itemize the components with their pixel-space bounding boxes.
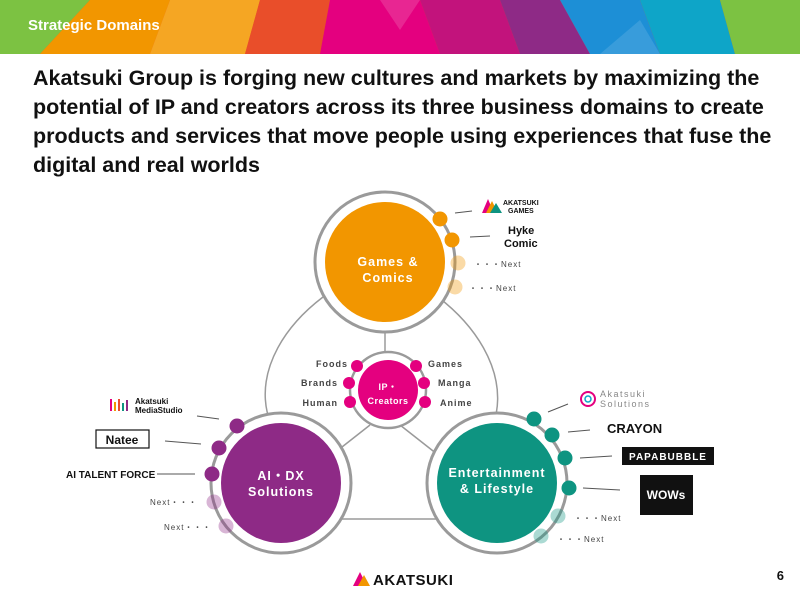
games-leader-line [469, 235, 491, 238]
entertainment-dot [561, 480, 577, 496]
entertainment-dot [557, 450, 573, 466]
crayon-logo: CRAYON [607, 421, 662, 436]
svg-text:WOWs: WOWs [647, 488, 686, 502]
center-dot [344, 396, 356, 408]
center-title-line2: Creators [367, 396, 408, 406]
svg-text:MediaStudio: MediaStudio [135, 406, 183, 415]
header-banner: Strategic Domains [0, 0, 800, 54]
page-headline: Akatsuki Group is forging new cultures a… [33, 66, 772, 177]
svg-text:Solutions: Solutions [600, 399, 651, 409]
ai-leader-line [196, 415, 220, 420]
entertainment-dot [526, 411, 542, 427]
center-left-label: Human [302, 398, 338, 408]
center-dot [418, 377, 430, 389]
hyke-comic-logo: Hyke Comic [504, 225, 538, 250]
ai-dot [229, 418, 245, 434]
entertainment-next-label: ・・・Next [574, 514, 621, 523]
ip-creators-center: IP・ Creators Foods Brands Human Games Ma… [301, 350, 473, 430]
ai-title-line2: Solutions [248, 485, 314, 499]
ai-dot-faded [218, 518, 234, 534]
banner-background [0, 0, 800, 54]
footer-company-name: AKATSUKI [373, 572, 453, 589]
entertainment-dot [544, 427, 560, 443]
akatsuki-mediastudio-logo: Akatsuki MediaStudio [110, 397, 183, 415]
akatsuki-games-logo: AKATSUKI GAMES [482, 199, 539, 215]
entertainment-circle [437, 423, 557, 543]
ai-dot [204, 466, 220, 482]
ai-next-label: Next・・・ [164, 523, 211, 532]
svg-text:Comic: Comic [504, 238, 538, 250]
center-circle [358, 360, 418, 420]
games-next-label: ・・・Next [469, 284, 516, 293]
center-title-line1: IP・ [378, 382, 397, 392]
games-dot [432, 211, 448, 227]
entertainment-leader-line [579, 455, 613, 459]
natee-logo: Natee [95, 429, 150, 449]
center-dot [343, 377, 355, 389]
ai-dot [211, 440, 227, 456]
entertainment-leader-line [567, 429, 591, 433]
center-dot [351, 360, 363, 372]
games-dot [444, 232, 460, 248]
games-circle [325, 202, 445, 322]
games-next-label: ・・・Next [474, 260, 521, 269]
entertainment-dot-faded [533, 528, 549, 544]
games-leader-line [454, 210, 473, 214]
games-title-line2: Comics [362, 271, 413, 285]
games-dot-faded [450, 255, 466, 271]
akatsuki-games-text: GAMES [508, 208, 534, 215]
ai-next-label: Next・・・ [150, 498, 197, 507]
svg-text:PAPABUBBLE: PAPABUBBLE [629, 452, 707, 463]
games-title-line1: Games & [357, 255, 418, 269]
center-left-label: Brands [301, 378, 338, 388]
ai-leader-line [164, 440, 202, 445]
entertainment-leader-line [547, 403, 569, 413]
games-dot-faded [447, 279, 463, 295]
center-right-label: Games [428, 359, 463, 369]
entertainment-next-label: ・・・Next [557, 535, 604, 544]
entertainment-leader-line [582, 487, 621, 491]
papabubble-logo: PAPABUBBLE [622, 447, 714, 465]
ai-talent-force-logo: AI TALENT FORCE [66, 470, 156, 481]
entertainment-title-line2: & Lifestyle [460, 482, 534, 496]
akatsuki-footer-logo: AKATSUKI [353, 572, 453, 589]
svg-text:CRAYON: CRAYON [607, 421, 662, 436]
svg-text:Akatsuki: Akatsuki [135, 397, 168, 406]
svg-text:AI TALENT FORCE: AI TALENT FORCE [66, 470, 156, 481]
center-right-label: Anime [440, 398, 473, 408]
entertainment-dot-faded [550, 508, 566, 524]
ai-dot-faded [206, 494, 222, 510]
center-dot [410, 360, 422, 372]
section-label: Strategic Domains [28, 17, 160, 34]
svg-text:Akatsuki: Akatsuki [600, 389, 646, 399]
entertainment-title-line1: Entertainment [448, 466, 545, 480]
center-dot [419, 396, 431, 408]
ai-dx-domain: AI・DX Solutions [157, 411, 353, 555]
svg-text:Hyke: Hyke [508, 225, 534, 237]
ai-circle [221, 423, 341, 543]
games-comics-domain: Games & Comics [313, 190, 491, 334]
wows-logo: WOWs [640, 475, 693, 515]
akatsuki-solutions-logo: Akatsuki Solutions [580, 389, 651, 409]
entertainment-lifestyle-domain: Entertainment & Lifestyle [425, 403, 621, 555]
svg-text:Natee: Natee [106, 433, 139, 447]
akatsuki-games-text: AKATSUKI [503, 200, 539, 207]
center-right-label: Manga [438, 378, 472, 388]
page-number: 6 [776, 568, 784, 583]
center-left-label: Foods [316, 359, 348, 369]
ai-title-line1: AI・DX [257, 469, 304, 483]
